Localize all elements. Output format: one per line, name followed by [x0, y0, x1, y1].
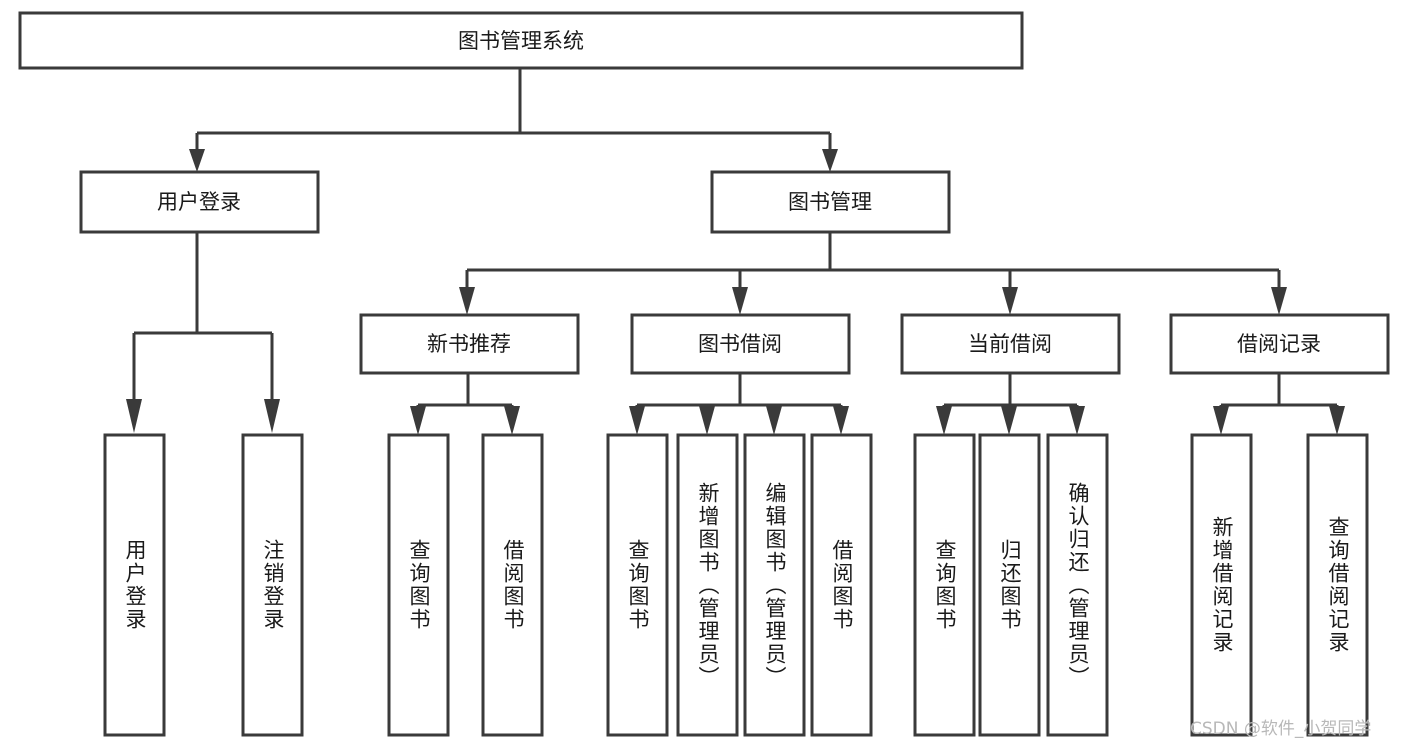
arrow-bookmanage-child-1: [459, 287, 475, 315]
root-box[interactable]: [18, 11, 1024, 70]
book-borrow-box[interactable]: [630, 313, 851, 375]
arrow-userlogin-leaf-1: [126, 399, 142, 433]
user-login-label: 用户登录: [157, 190, 241, 214]
leaf-box-new-book-2[interactable]: [481, 433, 544, 737]
arrow-bookborrow-leaf-2: [699, 406, 715, 435]
node-current-borrow[interactable]: 当前借阅: [900, 313, 1121, 375]
arrow-bookmanage-child-4: [1271, 287, 1287, 315]
node-borrow-record[interactable]: 借阅记录: [1169, 313, 1390, 375]
current-borrow-box[interactable]: [900, 313, 1121, 375]
arrow-currentborrow-leaf-2: [1001, 406, 1017, 435]
leaf-box-book-borrow-3[interactable]: [743, 433, 806, 737]
new-book-recommend-box[interactable]: [359, 313, 580, 375]
book-borrow-label: 图书借阅: [698, 332, 782, 356]
arrow-userlogin-leaf-2: [264, 399, 280, 433]
node-book-borrow[interactable]: 图书借阅: [630, 313, 851, 375]
csdn-watermark: CSDN @软件_小贺同学: [1190, 719, 1372, 739]
arrow-root-to-user-login: [189, 149, 205, 172]
leaf-box-current-borrow-2[interactable]: [978, 433, 1041, 737]
arrow-bookborrow-leaf-1: [629, 406, 645, 435]
new-book-recommend-label: 新书推荐: [427, 332, 511, 356]
leaf-box-current-borrow-3[interactable]: [1046, 433, 1109, 737]
arrow-currentborrow-leaf-1: [936, 406, 952, 435]
leaf-box-user-login-1[interactable]: [103, 433, 166, 737]
borrow-record-box[interactable]: [1169, 313, 1390, 375]
arrow-newbook-leaf-2: [504, 406, 520, 435]
arrow-bookmanage-child-3: [1002, 287, 1018, 315]
arrow-borrowrecord-leaf-2: [1329, 406, 1345, 435]
leaf-box-current-borrow-1[interactable]: [913, 433, 976, 737]
arrow-bookborrow-leaf-3: [766, 406, 782, 435]
book-manage-label: 图书管理: [788, 190, 872, 214]
arrow-root-to-book-manage: [822, 149, 838, 172]
edges-group: [126, 68, 1345, 435]
node-root-system[interactable]: 图书管理系统: [18, 11, 1024, 70]
current-borrow-label: 当前借阅: [968, 332, 1052, 356]
leaf-box-user-login-2[interactable]: [241, 433, 304, 737]
leaf-box-borrow-record-2[interactable]: [1306, 433, 1369, 737]
borrow-record-label: 借阅记录: [1237, 332, 1321, 356]
user-login-box[interactable]: [79, 170, 320, 234]
arrow-borrowrecord-leaf-1: [1213, 406, 1229, 435]
leaf-box-borrow-record-1[interactable]: [1190, 433, 1253, 737]
node-book-manage[interactable]: 图书管理: [710, 170, 951, 234]
root-label: 图书管理系统: [458, 29, 584, 53]
node-new-book-recommend[interactable]: 新书推荐: [359, 313, 580, 375]
leaf-box-new-book-1[interactable]: [387, 433, 450, 737]
leaf-box-book-borrow-2[interactable]: [676, 433, 739, 737]
leaf-box-book-borrow-1[interactable]: [606, 433, 669, 737]
arrow-bookmanage-child-2: [732, 287, 748, 315]
arrow-bookborrow-leaf-4: [833, 406, 849, 435]
node-user-login[interactable]: 用户登录: [79, 170, 320, 234]
book-manage-box[interactable]: [710, 170, 951, 234]
arrow-currentborrow-leaf-3: [1069, 406, 1085, 435]
leaf-box-book-borrow-4[interactable]: [810, 433, 873, 737]
arrow-newbook-leaf-1: [410, 406, 426, 435]
